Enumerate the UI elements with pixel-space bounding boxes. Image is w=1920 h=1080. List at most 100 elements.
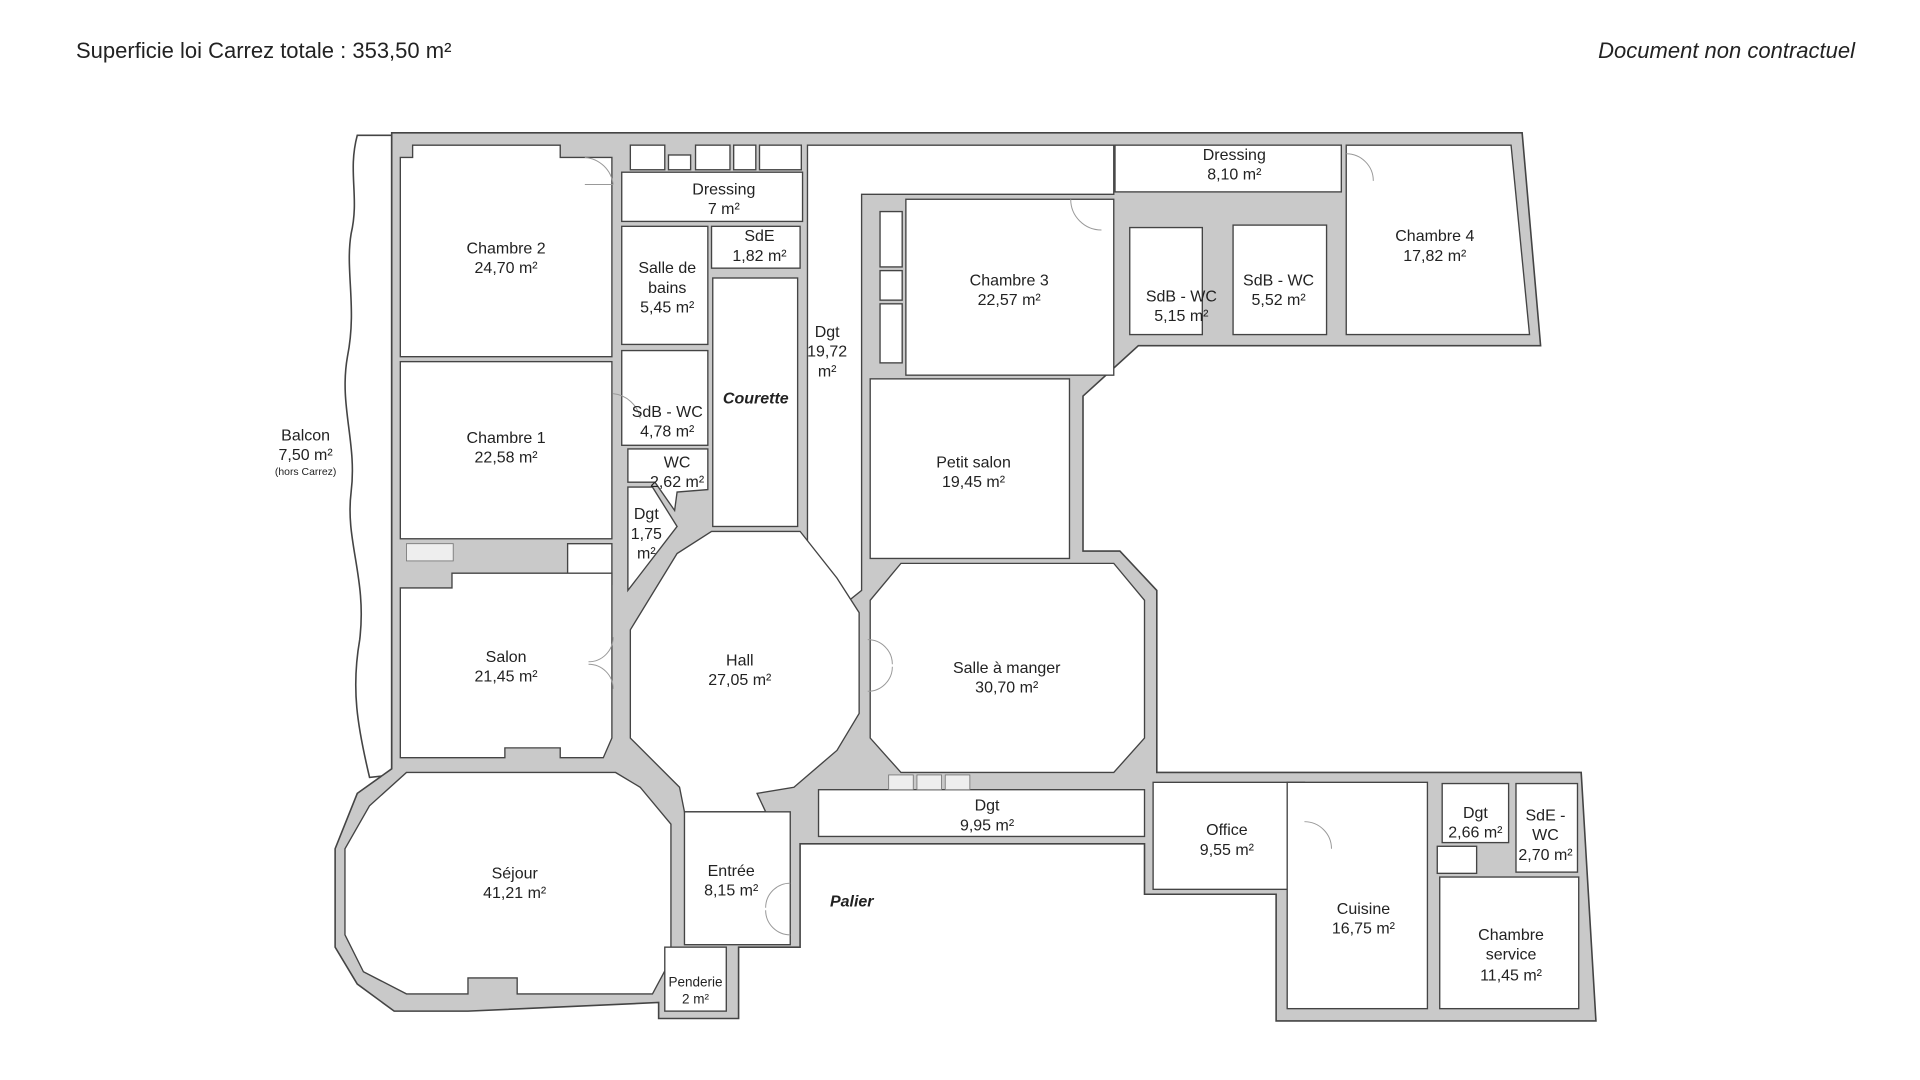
label-wc-area: 2,62 m² xyxy=(650,474,705,491)
label-sdewc-name1: SdE - xyxy=(1526,807,1566,824)
label-dressing-8-area: 8,10 m² xyxy=(1207,167,1262,184)
label-palier: Palier xyxy=(830,894,874,911)
label-office-name: Office xyxy=(1206,822,1248,839)
label-entree-name: Entrée xyxy=(708,863,755,880)
label-chambre-service-area: 11,45 m² xyxy=(1480,967,1543,984)
label-sdewc-area: 2,70 m² xyxy=(1518,847,1573,864)
label-sejour-area: 41,21 m² xyxy=(483,885,547,902)
cabinet xyxy=(944,774,971,791)
door-icon[interactable] xyxy=(613,393,641,419)
label-dgt995-area: 9,95 m² xyxy=(960,817,1015,834)
storage xyxy=(732,144,757,171)
label-salon-area: 21,45 m² xyxy=(475,668,539,685)
label-chambre-4-area: 17,82 m² xyxy=(1403,248,1467,265)
room-chambre-1 xyxy=(399,360,613,540)
room-sejour xyxy=(344,771,672,995)
storage xyxy=(694,144,731,171)
door-icon[interactable] xyxy=(1346,153,1374,181)
label-chambre-service-name1: Chambre xyxy=(1478,927,1544,944)
label-sdb-name1: Salle de xyxy=(638,260,696,277)
label-dressing-7-name: Dressing xyxy=(692,181,755,198)
label-petit-salon-name: Petit salon xyxy=(936,454,1011,471)
label-chambre-2-area: 24,70 m² xyxy=(475,260,539,277)
label-salon-name: Salon xyxy=(486,649,527,666)
room-salle-de-bains xyxy=(621,225,709,346)
label-dgt1972-name: Dgt xyxy=(815,324,840,341)
room-penderie xyxy=(664,946,727,1012)
cabinet xyxy=(879,210,903,268)
storage xyxy=(629,144,666,171)
label-dgt175-name: Dgt xyxy=(634,506,659,523)
window xyxy=(406,543,454,562)
storage xyxy=(667,154,692,171)
room-salon xyxy=(399,572,613,759)
room-chambre-service xyxy=(1439,876,1580,1010)
label-chambre-1-name: Chambre 1 xyxy=(467,430,546,447)
door-icon[interactable] xyxy=(584,156,614,186)
label-sde-area: 1,82 m² xyxy=(732,248,787,265)
door-icon[interactable] xyxy=(1304,821,1332,849)
door-icon[interactable] xyxy=(765,882,791,936)
disclaimer-label: Document non contractuel xyxy=(1598,38,1855,63)
room-dressing-7 xyxy=(621,171,804,223)
cabinet xyxy=(888,774,914,791)
room-cuisine xyxy=(1286,781,1429,1010)
door-icon[interactable] xyxy=(588,637,614,689)
label-sdbwc2-name: SdB - WC xyxy=(1146,288,1217,305)
label-courette: Courette xyxy=(723,390,789,407)
room-courette xyxy=(712,277,799,528)
room-office xyxy=(1152,781,1306,891)
room-wc xyxy=(627,448,709,513)
label-chambre-4-name: Chambre 4 xyxy=(1395,228,1474,245)
label-dressing-7-area: 7 m² xyxy=(708,201,741,218)
total-area-label: Superficie loi Carrez totale : 353,50 m² xyxy=(76,38,452,63)
label-balcon-note: (hors Carrez) xyxy=(275,467,336,478)
label-sdbwc2-area: 5,15 m² xyxy=(1154,308,1209,325)
label-sdbwc1-name: SdB - WC xyxy=(632,404,703,421)
room-chambre-3 xyxy=(905,198,1115,376)
room-hall xyxy=(629,530,860,813)
label-sdbwc1-area: 4,78 m² xyxy=(640,424,695,441)
label-dgt266-area: 2,66 m² xyxy=(1448,825,1503,842)
label-chambre-2-name: Chambre 2 xyxy=(467,240,546,257)
label-salle-a-manger-area: 30,70 m² xyxy=(975,680,1039,697)
label-sejour-name: Séjour xyxy=(492,865,539,882)
storage xyxy=(758,144,802,171)
closet xyxy=(1436,845,1478,875)
label-balcon-name: Balcon xyxy=(281,427,330,444)
label-dgt175-area1: 1,75 xyxy=(631,526,662,543)
label-wc-name: WC xyxy=(664,454,691,471)
label-office-area: 9,55 m² xyxy=(1200,842,1255,859)
label-penderie-name: Penderie xyxy=(668,975,722,990)
door-icon[interactable] xyxy=(1070,199,1102,231)
room-entree xyxy=(683,811,791,946)
label-sdewc-name2: WC xyxy=(1532,827,1559,844)
label-sdbwc3-area: 5,52 m² xyxy=(1251,292,1306,309)
room-sdb-wc-1 xyxy=(621,349,709,446)
label-sdb-name2: bains xyxy=(648,280,686,297)
label-chambre-service-name2: service xyxy=(1486,946,1537,963)
room-salle-a-manger xyxy=(869,562,1146,774)
cabinet xyxy=(916,774,942,791)
room-dgt-2-66 xyxy=(1441,782,1510,844)
balcony-outline xyxy=(344,134,393,779)
cabinet xyxy=(879,269,903,301)
label-salle-a-manger-name: Salle à manger xyxy=(953,660,1061,677)
label-cuisine-name: Cuisine xyxy=(1337,901,1390,918)
label-sdbwc3-name: SdB - WC xyxy=(1243,272,1314,289)
room-petit-salon xyxy=(869,378,1071,560)
room-sde-wc xyxy=(1515,782,1579,873)
room-dgt-9-95 xyxy=(817,789,1146,838)
cabinet xyxy=(879,303,903,364)
room-sde xyxy=(710,225,801,269)
label-petit-salon-area: 19,45 m² xyxy=(942,474,1006,491)
door-icon[interactable] xyxy=(867,639,893,692)
label-dgt1972-area1: 19,72 xyxy=(807,344,847,361)
label-dressing-8-name: Dressing xyxy=(1203,147,1266,164)
label-entree-area: 8,15 m² xyxy=(704,882,759,899)
room-chambre-4 xyxy=(1345,144,1531,336)
label-penderie-area: 2 m² xyxy=(682,992,710,1007)
label-chambre-1-area: 22,58 m² xyxy=(475,450,539,467)
room-dgt-1-75 xyxy=(627,486,678,593)
